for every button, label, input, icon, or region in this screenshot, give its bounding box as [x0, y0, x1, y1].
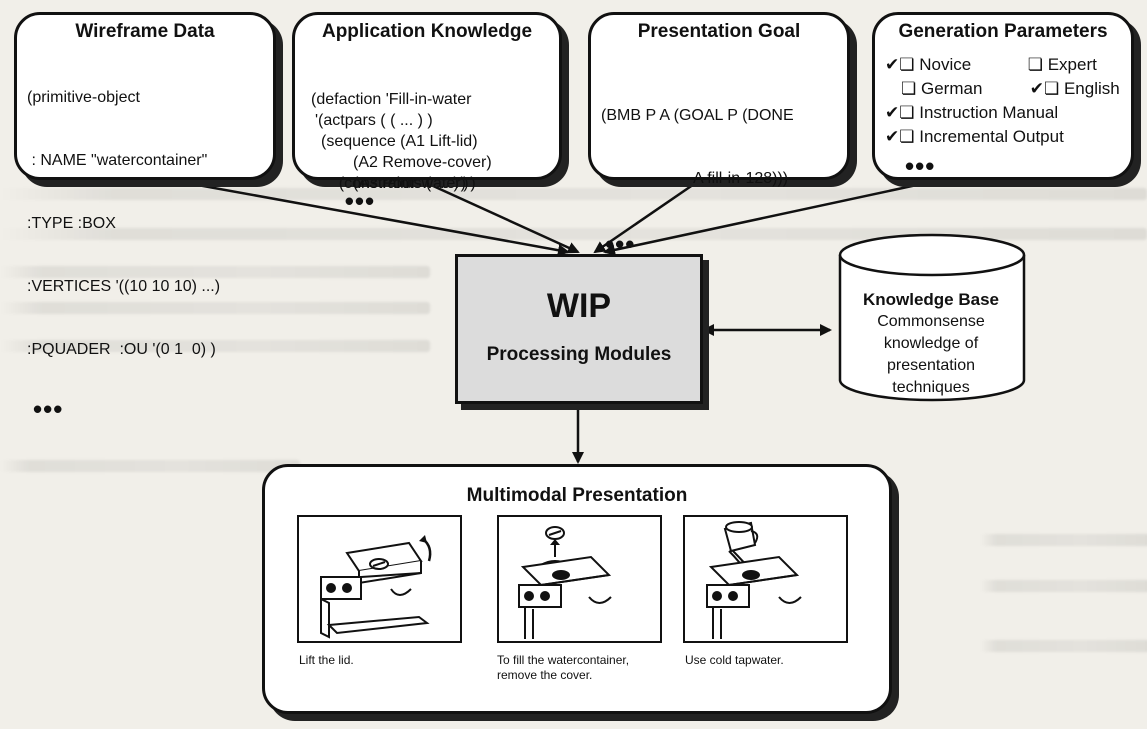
param-novice[interactable]: ✔❏ Novice — [885, 53, 1023, 77]
goal-line: A fill-in-128))) — [693, 170, 789, 187]
kb-title: Knowledge Base — [862, 290, 1000, 309]
param-label: English — [1063, 79, 1120, 98]
wireframe-line: :VERTICES '((10 10 10) ...) — [27, 278, 221, 295]
knowledge-base-cylinder — [838, 233, 1026, 402]
application-line: (A2 Remove-cover) — [353, 154, 492, 171]
coffee-machine-icon — [706, 521, 802, 639]
kb-line: presentation — [886, 357, 976, 374]
generation-parameters-box: Generation Parameters ✔❏ Novice ❏ Expert… — [872, 12, 1134, 180]
presentation-goal-box: Presentation Goal (BMB P A (GOAL P (DONE… — [588, 12, 850, 257]
ellipsis-dots: ••• — [344, 186, 376, 216]
kb-line: knowledge of — [883, 335, 979, 352]
illustration-pour-water — [683, 515, 848, 643]
illustration-lift-lid — [297, 515, 462, 643]
arrow-wireframe-to-wip — [169, 178, 570, 257]
caption-use-cold-water: Use cold tapwater. — [685, 653, 784, 667]
application-line: (sequence (A1 Lift-lid) — [321, 133, 478, 150]
ellipsis-dots: ••• — [33, 394, 64, 424]
arrow-params-to-wip — [603, 178, 941, 256]
param-label: Incremental Output — [919, 127, 1064, 146]
wip-subtitle: Processing Modules — [486, 344, 672, 365]
application-line: (A3 Pour-water) ) — [353, 175, 476, 192]
param-english[interactable]: ✔❏ English — [1030, 79, 1120, 98]
wireframe-line: (primitive-object — [27, 89, 140, 106]
coffee-machine-icon — [518, 526, 612, 639]
goal-title: Presentation Goal — [637, 21, 801, 42]
param-german[interactable]: ❏ German — [901, 77, 1025, 101]
application-line: (constraints ( ... ) ) — [338, 175, 469, 192]
checkbox-icon: ❏ — [899, 127, 915, 146]
goal-line: (BMB P A (GOAL P (DONE — [601, 107, 794, 124]
ellipsis-dots: ••• — [905, 151, 936, 181]
wireframe-title: Wireframe Data — [75, 21, 215, 42]
caption-remove-cover: To fill the watercontainer, remove the c… — [497, 653, 630, 682]
wireframe-line: :TYPE :BOX — [27, 215, 116, 232]
param-label: Instruction Manual — [919, 103, 1059, 122]
checkbox-icon: ❏ — [901, 79, 917, 98]
application-title: Application Knowledge — [321, 21, 533, 42]
param-label: Novice — [919, 55, 972, 74]
params-title: Generation Parameters — [898, 21, 1108, 42]
param-instruction-manual[interactable]: ✔❏ Instruction Manual — [885, 101, 1120, 125]
check-mark-icon: ✔ — [885, 55, 900, 74]
ellipsis-dots: ••• — [605, 229, 636, 259]
param-incremental-output[interactable]: ✔❏ Incremental Output — [885, 125, 1120, 149]
coffee-machine-icon — [320, 535, 432, 639]
check-mark-icon: ✔ — [1029, 79, 1044, 98]
checkbox-icon: ❏ — [1043, 79, 1060, 98]
checkbox-icon: ❏ — [1027, 55, 1043, 74]
application-line: '(actpars ( ( ... ) ) — [315, 112, 433, 129]
checkbox-icon: ❏ — [899, 103, 915, 122]
wireframe-line: :PQUADER :OU '(0 1 0) ) — [27, 341, 216, 358]
application-knowledge-box: Application Knowledge (defaction 'Fill-i… — [292, 12, 562, 214]
check-mark-icon: ✔ — [885, 127, 900, 146]
application-line: (defaction 'Fill-in-water — [311, 91, 472, 108]
param-label: Expert — [1047, 55, 1097, 74]
kb-line: Commonsense — [877, 313, 985, 330]
checkbox-icon: ❏ — [899, 55, 915, 74]
presentation-title: Multimodal Presentation — [466, 485, 688, 506]
kb-line: techniques — [892, 379, 970, 396]
param-expert[interactable]: ❏ Expert — [1028, 55, 1097, 74]
knowledge-base: Knowledge Base Commonsense knowledge of … — [836, 235, 1026, 403]
illustration-remove-cover — [497, 515, 662, 643]
arrow-goal-to-wip — [593, 178, 701, 254]
arrow-application-to-wip — [419, 178, 580, 254]
wireframe-data-box: Wireframe Data (primitive-object : NAME … — [14, 12, 276, 422]
wip-title: WIP — [546, 287, 612, 325]
caption-lift-lid: Lift the lid. — [299, 653, 354, 667]
multimodal-presentation-box: Multimodal Presentation — [262, 464, 892, 714]
check-mark-icon: ✔ — [885, 103, 900, 122]
wip-processing-box: WIP Processing Modules — [455, 254, 703, 404]
wireframe-line: : NAME "watercontainer" — [27, 152, 208, 169]
param-label: German — [920, 79, 983, 98]
